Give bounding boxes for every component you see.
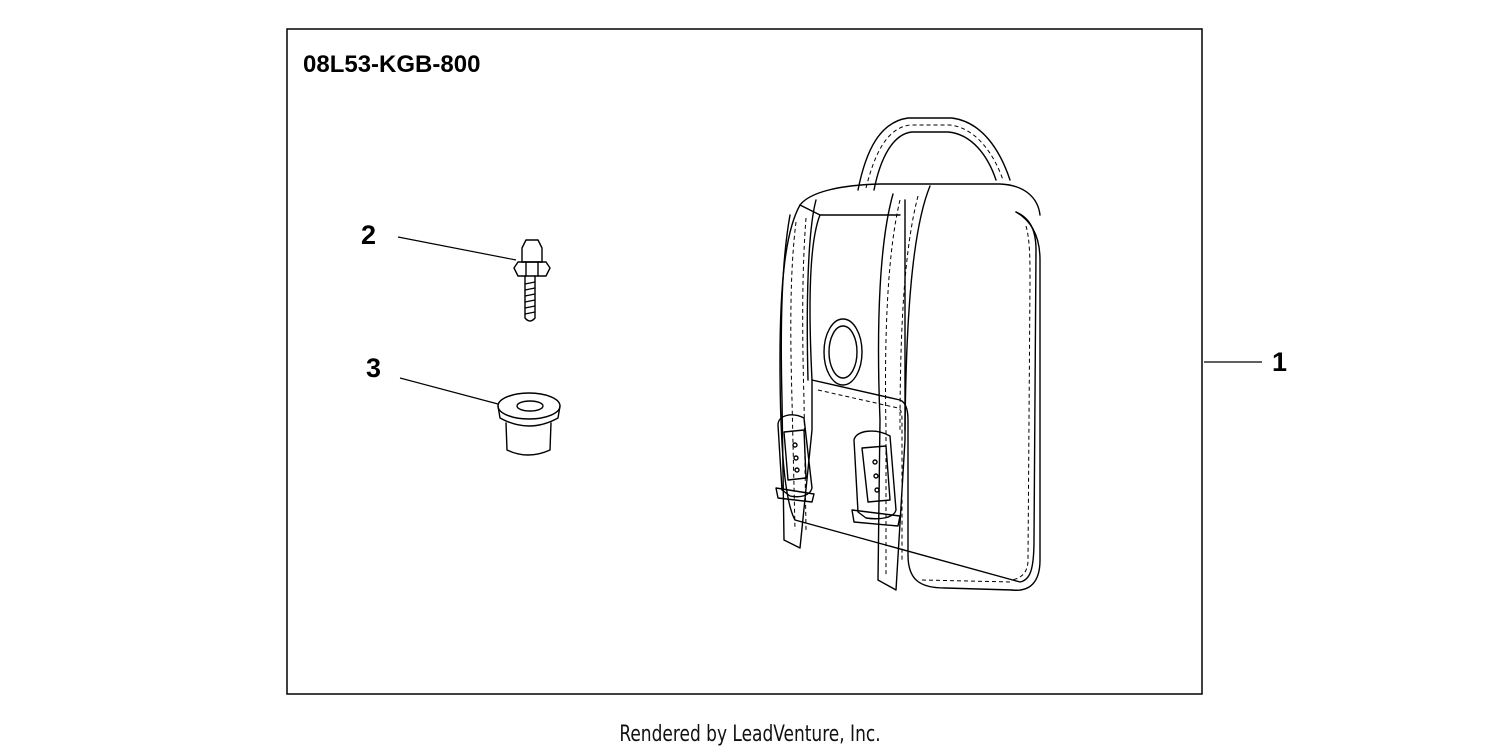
callout-2-label[interactable]: 2 bbox=[361, 220, 376, 250]
part-number-title: 08L53-KGB-800 bbox=[303, 51, 480, 78]
footer-credit: Rendered by LeadVenture, Inc. bbox=[619, 722, 881, 747]
collar-part-3[interactable] bbox=[497, 392, 561, 456]
bolt-part-2[interactable] bbox=[513, 239, 551, 322]
saddle-bag-part-1[interactable] bbox=[775, 117, 1041, 591]
callout-1-label[interactable]: 1 bbox=[1272, 347, 1287, 377]
callout-2-leader-line bbox=[397, 236, 517, 261]
callout-3-label[interactable]: 3 bbox=[366, 353, 381, 383]
callout-3-leader-line bbox=[399, 377, 499, 405]
diagram-frame bbox=[286, 28, 1203, 695]
